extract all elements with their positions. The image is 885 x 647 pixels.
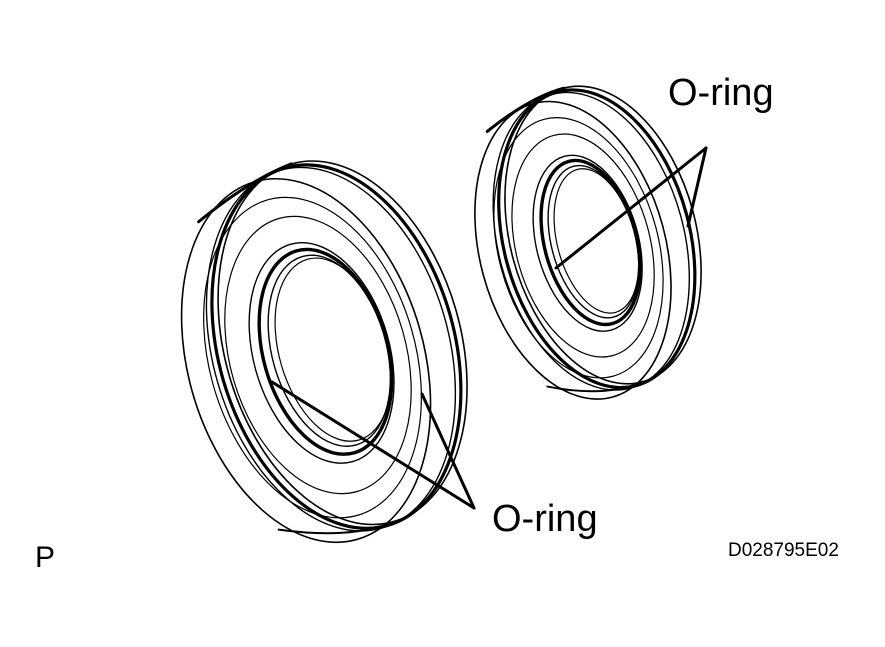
leader-lines-bottom bbox=[270, 380, 476, 510]
oring-label-bottom: O-ring bbox=[492, 498, 598, 540]
corner-letter: P bbox=[35, 541, 56, 574]
left-seal bbox=[180, 160, 468, 544]
oring-label-top: O-ring bbox=[668, 72, 774, 114]
figure-code: D028795E02 bbox=[728, 540, 839, 561]
leader-lines-top bbox=[554, 146, 708, 270]
right-seal bbox=[474, 85, 702, 400]
